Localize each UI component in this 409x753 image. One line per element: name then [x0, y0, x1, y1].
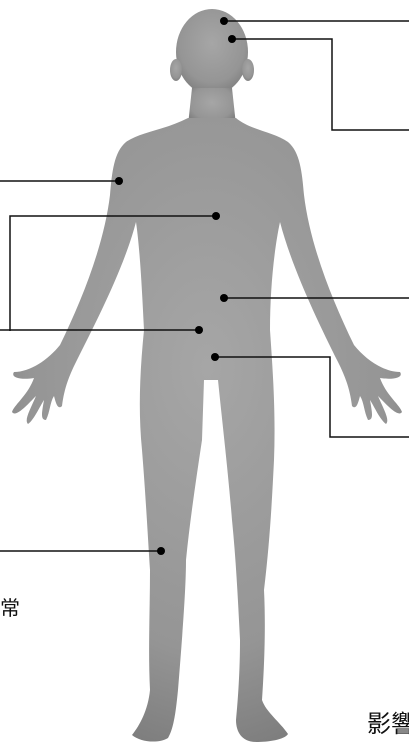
leader-line-head — [232, 39, 409, 130]
marker-head-top — [220, 17, 228, 25]
marker-shoulder — [115, 177, 123, 185]
human-silhouette — [12, 9, 402, 742]
label-fragment-1: 常 — [0, 598, 20, 618]
marker-knee — [157, 547, 165, 555]
label-fragment-2: 影響 — [367, 712, 409, 736]
marker-head — [228, 35, 236, 43]
marker-groin — [211, 353, 219, 361]
marker-chest — [212, 212, 220, 220]
marker-lower-abdomen — [195, 326, 203, 334]
marker-abdomen — [220, 294, 228, 302]
